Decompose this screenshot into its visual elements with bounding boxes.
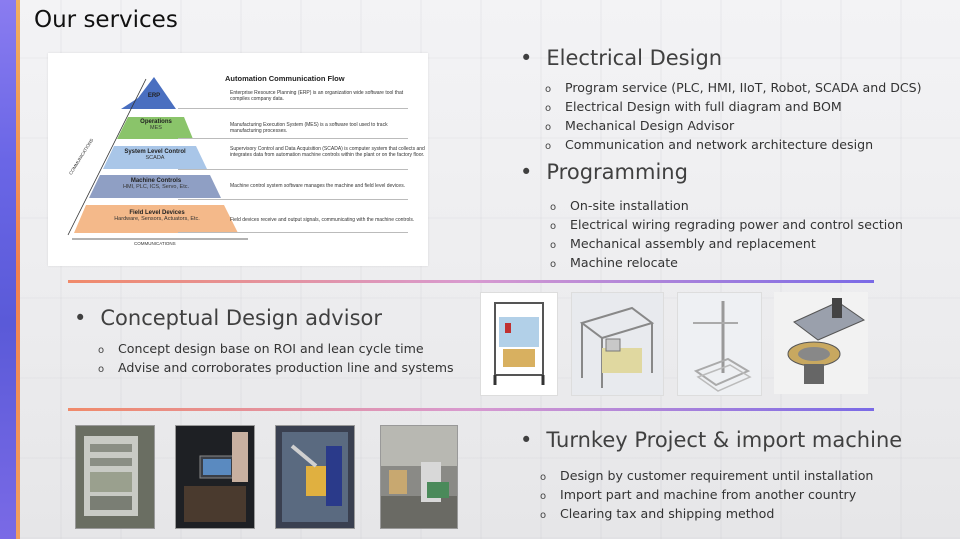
machine-render-conveyor [571, 292, 664, 396]
pyramid-layer-scada [103, 146, 207, 169]
section-programming-heading: •Programming [520, 160, 688, 184]
layer-machine-controls-label: Machine Controls HMI, PLC, ICS, Servo, E… [122, 178, 190, 190]
bullet-dot: • [520, 428, 533, 452]
hmi-station-photo-icon [184, 432, 248, 522]
photo-factory-floor [380, 425, 458, 529]
pyramid-layer-field-devices [74, 205, 238, 233]
photo-control-panel [75, 425, 155, 529]
bullet-dot: • [74, 306, 87, 330]
section-electrical-heading: •Electrical Design [520, 46, 723, 70]
layer-separator [178, 232, 408, 233]
pyramid-axis-bottom-label: COMMUNICATIONS [134, 241, 176, 246]
machine-frame-icon [493, 302, 545, 385]
layer-separator [178, 199, 408, 200]
machine-render-frame [480, 292, 558, 396]
conveyor-machine-icon [579, 306, 655, 388]
slide-title: Our services [34, 7, 178, 33]
layer-operations-label: Operations MES [140, 119, 172, 131]
section-divider [68, 408, 874, 411]
pyramid-graphic [67, 77, 248, 240]
photo-robot-cell [275, 425, 355, 529]
layer-erp-label: ERP [147, 93, 161, 99]
layer-scada-description: Supervisory Control and Data Acquisition… [230, 146, 425, 158]
section-turnkey-heading: •Turnkey Project & import machine [520, 428, 903, 452]
machine-render-gantry [677, 292, 762, 396]
section-conceptual-heading: •Conceptual Design advisor [74, 306, 382, 330]
layer-separator [178, 169, 408, 170]
bullet-dot: • [520, 46, 533, 70]
bullet-dot: • [520, 160, 533, 184]
layer-separator [178, 108, 408, 109]
robot-cell-photo-icon [282, 432, 348, 522]
factory-floor-photo-icon [381, 426, 457, 528]
accent-side-bar [0, 0, 20, 539]
gantry-machine-icon [693, 301, 752, 392]
layer-erp-description: Enterprise Resource Planning (ERP) is an… [230, 90, 404, 102]
pyramid-layer-operations [117, 117, 193, 139]
pyramid-title: Automation Communication Flow [225, 74, 345, 83]
machine-render-bowl-feeder [774, 292, 868, 394]
automation-pyramid-image: Automation Communication Flow ERP Operat… [48, 53, 428, 266]
pyramid-layer-machine-controls [89, 175, 221, 198]
photo-hmi-station [175, 425, 255, 529]
section-divider [68, 280, 874, 283]
pyramid-left-axis [67, 78, 147, 236]
bowl-feeder-icon [787, 298, 866, 384]
layer-machine-controls-description: Machine control system software manages … [230, 183, 406, 189]
layer-scada-label: System Level Control SCADA [124, 149, 186, 161]
layer-field-devices-description: Field devices receive and output signals… [230, 217, 415, 223]
layer-separator [178, 138, 408, 139]
layer-operations-description: Manufacturing Execution System (MES) is … [230, 122, 388, 134]
control-panel-photo-icon [84, 436, 138, 516]
layer-field-devices-label: Field Level Devices Hardware, Sensors, A… [114, 210, 200, 222]
